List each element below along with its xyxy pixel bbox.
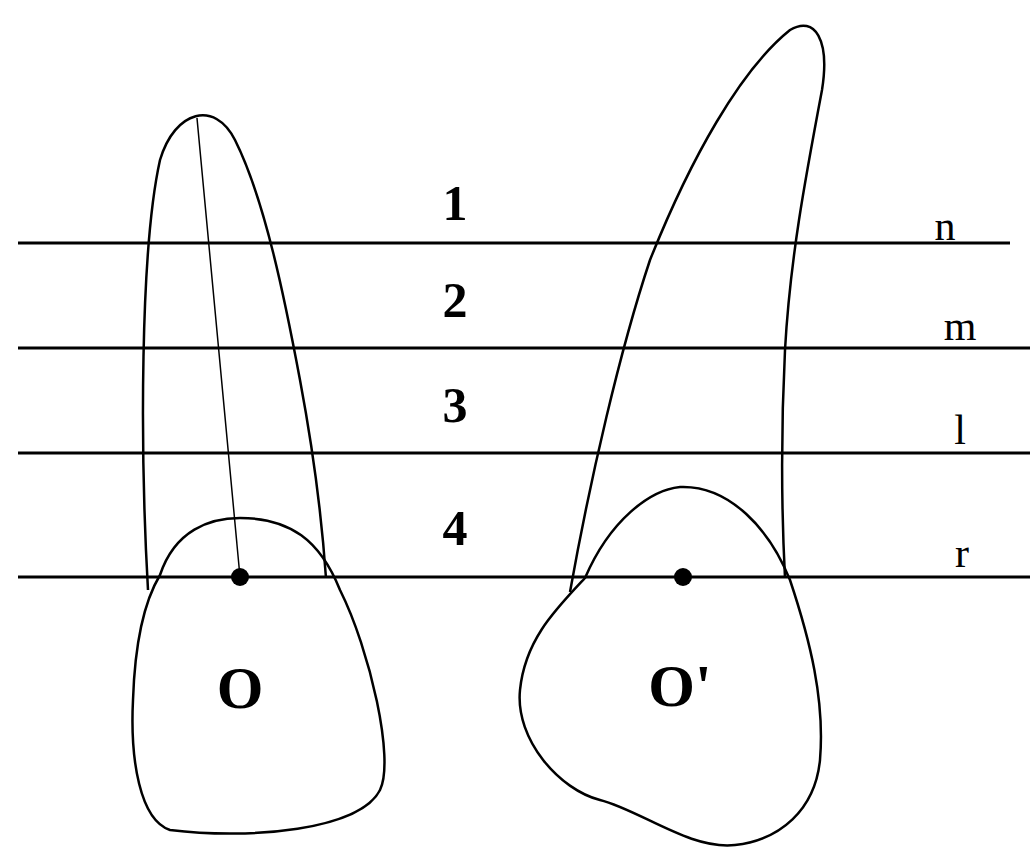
point-label: O bbox=[217, 658, 264, 718]
point-label: O' bbox=[648, 656, 711, 716]
level-line bbox=[18, 452, 1030, 455]
line-letter: n bbox=[935, 205, 956, 247]
center-dot bbox=[231, 568, 249, 586]
zone-number: 1 bbox=[443, 178, 468, 228]
level-line bbox=[18, 576, 1030, 579]
zone-number: 2 bbox=[443, 275, 468, 325]
root-outline bbox=[570, 26, 824, 592]
line-letter: r bbox=[955, 532, 969, 574]
axis-line bbox=[197, 118, 240, 577]
level-line bbox=[18, 347, 1030, 350]
zone-number: 4 bbox=[443, 503, 468, 553]
root-outline bbox=[143, 115, 326, 590]
line-letter: l bbox=[954, 409, 966, 451]
center-dot bbox=[674, 568, 692, 586]
zone-number: 3 bbox=[443, 380, 468, 430]
crown-outline bbox=[132, 518, 384, 834]
line-letter: m bbox=[944, 305, 977, 347]
level-line bbox=[18, 242, 1010, 245]
crown-outline bbox=[520, 487, 821, 845]
